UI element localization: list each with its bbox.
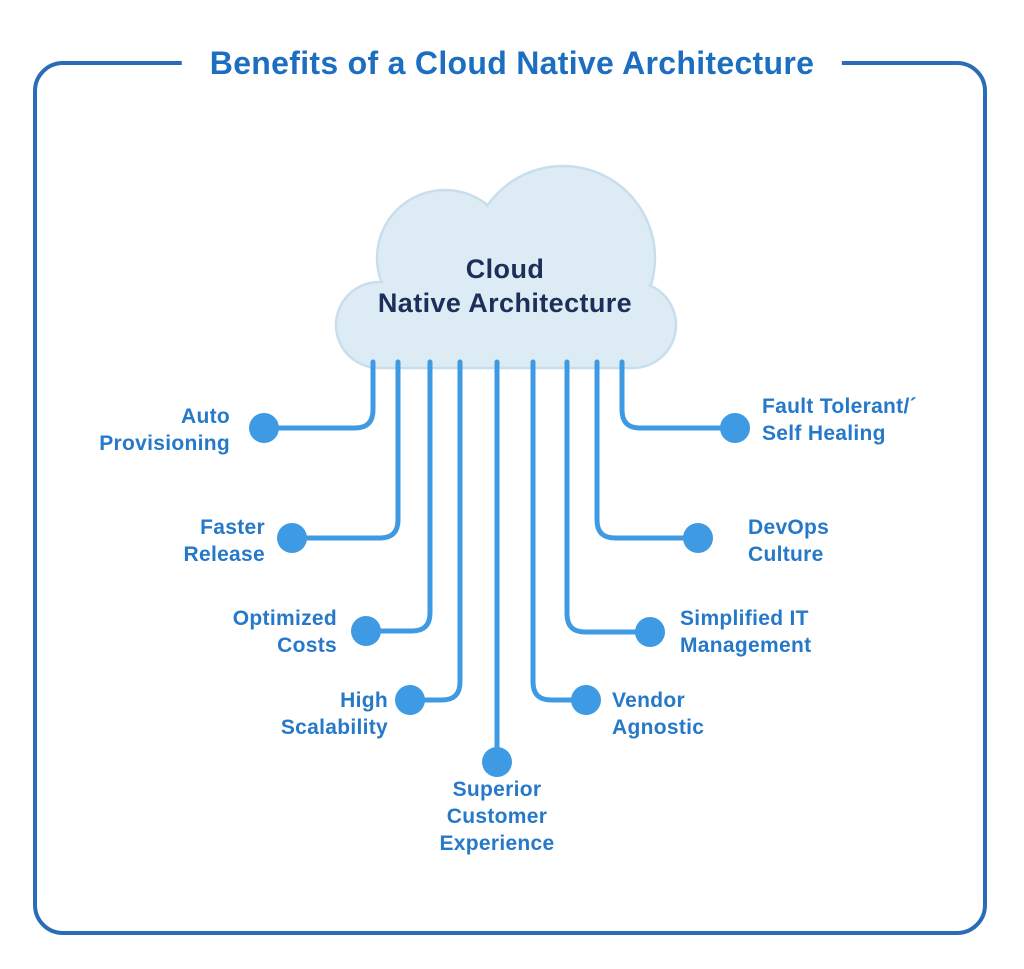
benefit-label-auto-provisioning: Auto Provisioning xyxy=(99,405,230,455)
connector-dot-auto-provisioning xyxy=(249,413,279,443)
benefit-label-faster-release: Faster Release xyxy=(183,516,265,566)
connector-line-vendor-agnostic xyxy=(530,359,587,703)
connector-line-optimized-costs xyxy=(365,359,433,634)
diagram-title: Benefits of a Cloud Native Architecture xyxy=(181,41,843,85)
connector-line-auto-provisioning xyxy=(263,359,376,431)
connector-dot-optimized-costs xyxy=(351,616,381,646)
connector-line-devops-culture xyxy=(594,359,699,541)
cloud-shape xyxy=(338,168,674,366)
benefit-label-vendor-agnostic: Vendor Agnostic xyxy=(612,689,705,739)
connector-dot-superior-customer-experience xyxy=(482,747,512,777)
connector-dot-simplified-it-management xyxy=(635,617,665,647)
benefit-label-fault-tolerant-self-healing: Fault Tolerant/´ Self Healing xyxy=(762,395,917,445)
benefit-label-devops-culture: DevOps Culture xyxy=(748,516,830,566)
benefit-label-simplified-it-management: Simplified IT Management xyxy=(680,607,812,657)
connector-dot-vendor-agnostic xyxy=(571,685,601,715)
benefit-label-superior-customer-experience: Superior Customer Experience xyxy=(439,778,555,855)
cloud-label: Cloud Native Architecture xyxy=(377,254,633,318)
connector-dot-devops-culture xyxy=(683,523,713,553)
connector-line-high-scalability xyxy=(409,359,463,703)
connector-dot-fault-tolerant-self-healing xyxy=(720,413,750,443)
connector-line-fault-tolerant-self-healing xyxy=(619,359,736,431)
connector-line-faster-release xyxy=(291,359,401,541)
connector-dot-faster-release xyxy=(277,523,307,553)
benefit-label-optimized-costs: Optimized Costs xyxy=(232,607,337,657)
connector-line-simplified-it-management xyxy=(564,359,651,635)
connector-dot-high-scalability xyxy=(395,685,425,715)
benefit-label-high-scalability: High Scalability xyxy=(280,689,388,739)
